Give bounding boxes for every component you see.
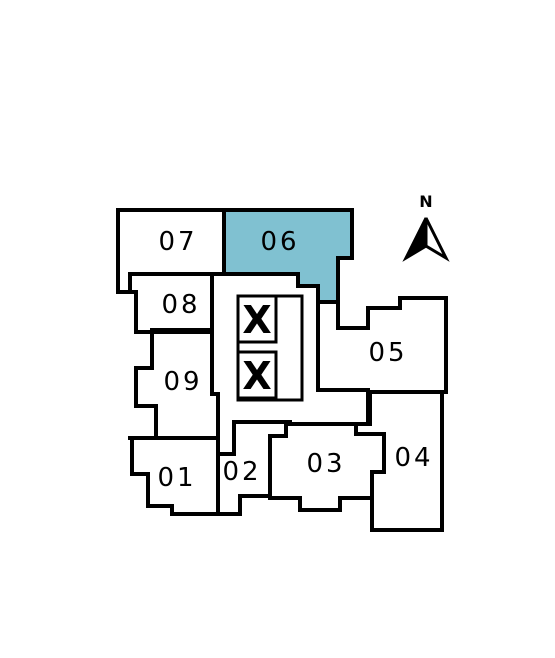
unit-02-label: 02 xyxy=(222,457,261,487)
unit-07-label: 07 xyxy=(158,227,197,257)
north-arrow-right xyxy=(424,217,450,262)
north-arrow-icon: N xyxy=(402,192,450,262)
elevator-bottom-label: X xyxy=(242,354,271,398)
unit-06-label: 06 xyxy=(260,227,299,257)
unit-05-label: 05 xyxy=(368,338,407,368)
unit-03-label: 03 xyxy=(306,449,345,479)
unit-09-label: 09 xyxy=(163,367,202,397)
elevator-top[interactable] xyxy=(236,294,278,344)
elevator-top-label: X xyxy=(242,298,271,342)
north-label: N xyxy=(419,192,432,211)
elevator-bottom[interactable] xyxy=(236,350,278,400)
unit-01-label: 01 xyxy=(157,463,196,493)
unit-03[interactable] xyxy=(268,422,386,512)
north-arrow-outline xyxy=(402,217,428,262)
unit-04-label: 04 xyxy=(394,443,433,473)
unit-08-label: 08 xyxy=(161,290,200,320)
